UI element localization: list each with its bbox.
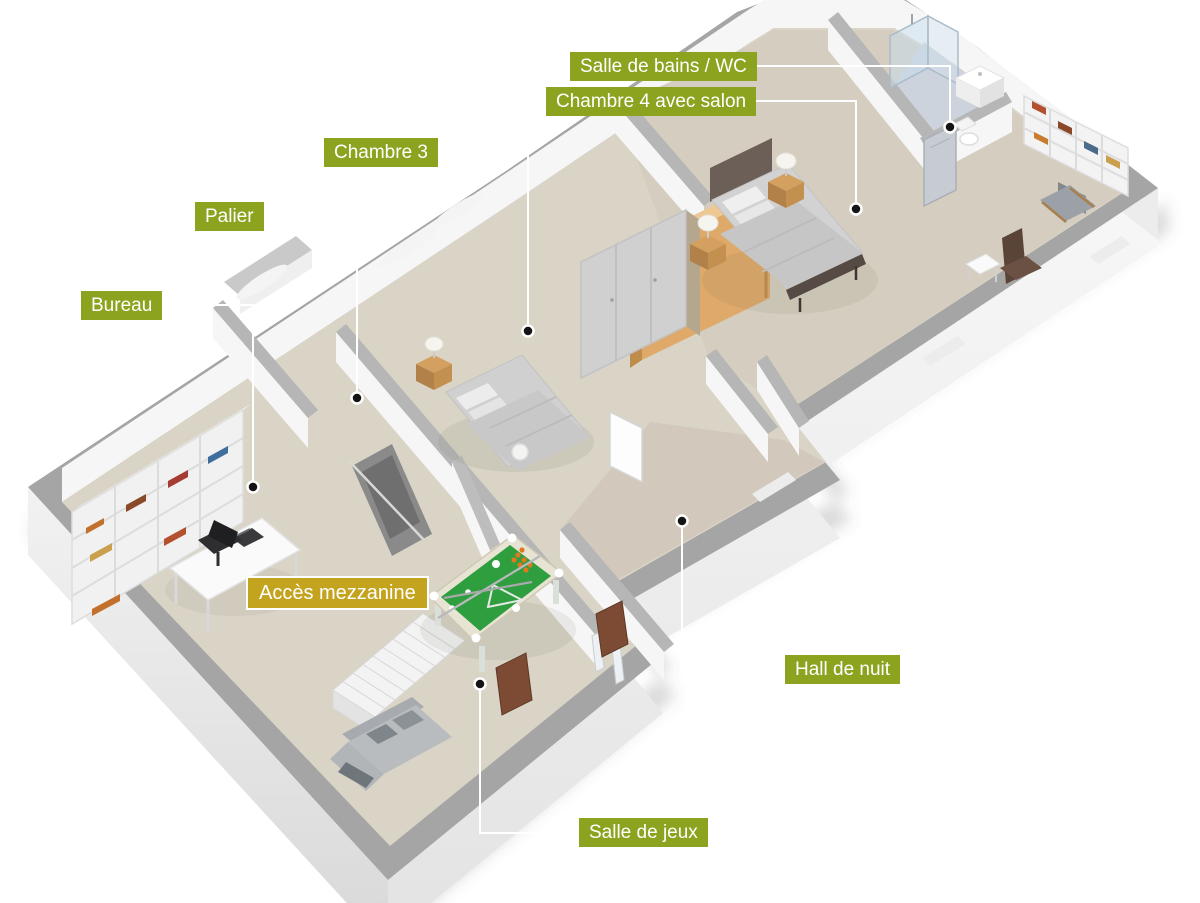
marker-dot-palier[interactable] bbox=[350, 391, 364, 405]
sofa bbox=[330, 697, 452, 791]
windows-nw bbox=[236, 192, 484, 300]
windows-se bbox=[752, 236, 1130, 502]
room-label-salle-de-jeux[interactable]: Salle de jeux bbox=[579, 818, 708, 847]
marker-dot-salle-de-bains[interactable] bbox=[943, 120, 957, 134]
floor-lamp bbox=[511, 443, 529, 461]
laptop bbox=[232, 528, 264, 547]
room-label-chambre-4[interactable]: Chambre 4 avec salon bbox=[546, 87, 757, 116]
leader-palier bbox=[250, 215, 358, 392]
games-door-2 bbox=[595, 600, 629, 658]
marker-dot-bureau[interactable] bbox=[246, 480, 260, 494]
pool-table bbox=[420, 533, 576, 672]
room-label-salle-de-bains-wc[interactable]: Salle de bains / WC bbox=[570, 52, 757, 81]
leader-bureau bbox=[140, 304, 254, 481]
wardrobe bbox=[580, 208, 700, 380]
sink bbox=[954, 65, 1006, 108]
books bbox=[1032, 101, 1120, 169]
shelf-unit bbox=[1023, 94, 1129, 198]
billiard-balls bbox=[511, 547, 533, 573]
room-label-chambre-3[interactable]: Chambre 3 bbox=[324, 138, 438, 167]
leader-salle-de-bains bbox=[740, 65, 951, 121]
armchair bbox=[1040, 182, 1096, 223]
nightstand-right bbox=[768, 152, 804, 208]
marker-dots bbox=[246, 120, 957, 691]
bookshelf bbox=[71, 404, 251, 626]
nightstand-chambre-3 bbox=[416, 336, 452, 390]
office-chair bbox=[198, 520, 242, 566]
leader-hall-de-nuit bbox=[681, 527, 800, 672]
marker-dot-chambre-3[interactable] bbox=[521, 324, 535, 338]
bed-headboard bbox=[710, 138, 772, 202]
toilet bbox=[953, 116, 979, 146]
bed-chambre-3 bbox=[438, 354, 594, 472]
dormer bbox=[224, 236, 312, 314]
mezzanine-void bbox=[349, 444, 432, 556]
wood-chair bbox=[1000, 228, 1042, 284]
games-door-1 bbox=[495, 652, 533, 716]
marker-dot-hall-de-nuit[interactable] bbox=[675, 514, 689, 528]
leader-chambre-3 bbox=[420, 151, 529, 325]
room-label-palier[interactable]: Palier bbox=[195, 202, 264, 231]
books bbox=[86, 446, 228, 616]
doors bbox=[495, 122, 957, 716]
side-table bbox=[965, 253, 1001, 284]
room-label-bureau[interactable]: Bureau bbox=[81, 291, 163, 320]
marker-dot-chambre-4[interactable] bbox=[849, 202, 863, 216]
nightstand-left bbox=[690, 214, 726, 270]
room-label-hall-de-nuit[interactable]: Hall de nuit bbox=[785, 655, 901, 684]
bed-chambre-4 bbox=[702, 138, 878, 314]
marker-dot-salle-de-jeux[interactable] bbox=[473, 677, 487, 691]
leader-lines bbox=[140, 65, 951, 834]
room-label-acces-mezzanine[interactable]: Accès mezzanine bbox=[246, 576, 429, 610]
chambre3-door bbox=[609, 410, 643, 484]
leader-chambre-4 bbox=[740, 100, 857, 203]
leader-salle-de-jeux bbox=[479, 690, 600, 834]
